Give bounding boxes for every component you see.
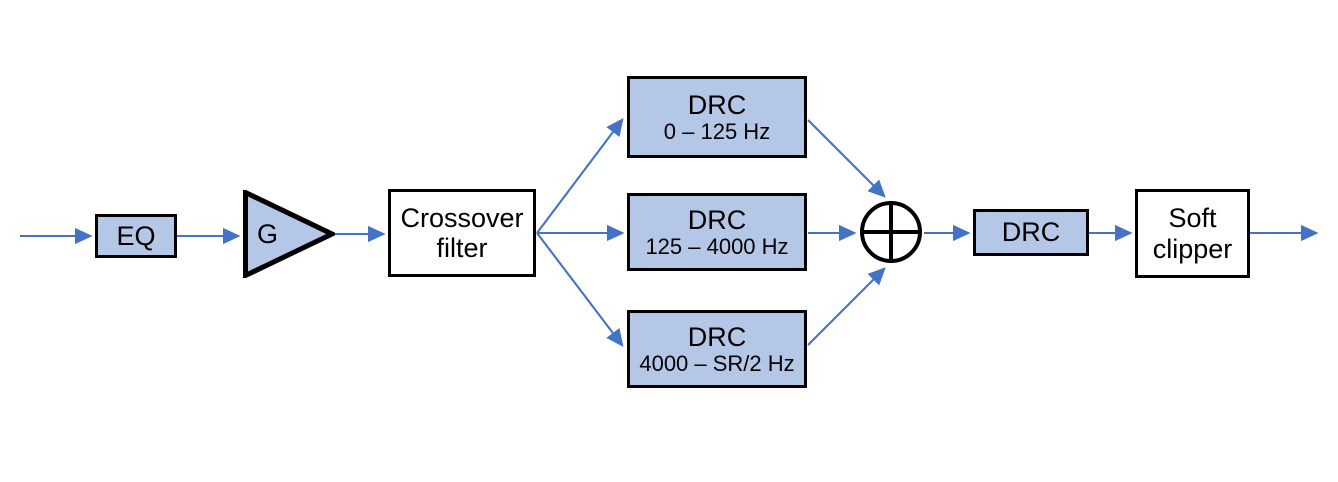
circle-plus-icon <box>860 201 922 263</box>
block-soft-clipper[interactable]: Soft clipper <box>1135 189 1250 278</box>
block-drc-low-band[interactable]: DRC 0 – 125 Hz <box>627 76 807 158</box>
block-crossover-filter[interactable]: Crossover filter <box>388 189 536 277</box>
block-gain-label: G <box>257 218 279 249</box>
block-eq-label: EQ <box>116 220 156 251</box>
block-drc-mid-band[interactable]: DRC 125 – 4000 Hz <box>627 193 807 271</box>
summing-junction[interactable] <box>859 200 923 264</box>
block-crossover-line1: Crossover <box>400 202 524 233</box>
block-drc-high-band: 4000 – SR/2 Hz <box>639 350 795 376</box>
block-drc-output[interactable]: DRC <box>973 209 1089 256</box>
block-drc-output-label: DRC <box>1001 217 1061 248</box>
block-drc-high-title: DRC <box>687 321 747 352</box>
block-eq[interactable]: EQ <box>95 214 177 258</box>
block-drc-mid-title: DRC <box>687 204 747 235</box>
connector-crossover-to-drc-low <box>536 117 624 234</box>
connector-drc-low-to-summer <box>807 119 886 198</box>
block-drc-low-band: 0 – 125 Hz <box>663 118 771 144</box>
block-drc-low-title: DRC <box>687 89 747 120</box>
block-soft-clipper-line1: Soft <box>1168 203 1217 234</box>
block-crossover-line2: filter <box>436 233 488 263</box>
connector-crossover-to-drc-high <box>536 232 624 348</box>
amplifier-triangle-icon <box>243 190 335 278</box>
connector-drc-high-to-summer <box>807 267 886 346</box>
block-soft-clipper-line2: clipper <box>1152 233 1233 264</box>
block-drc-mid-band: 125 – 4000 Hz <box>645 233 789 259</box>
block-gain-amplifier[interactable]: G <box>243 190 335 278</box>
block-drc-high-band[interactable]: DRC 4000 – SR/2 Hz <box>627 310 807 388</box>
